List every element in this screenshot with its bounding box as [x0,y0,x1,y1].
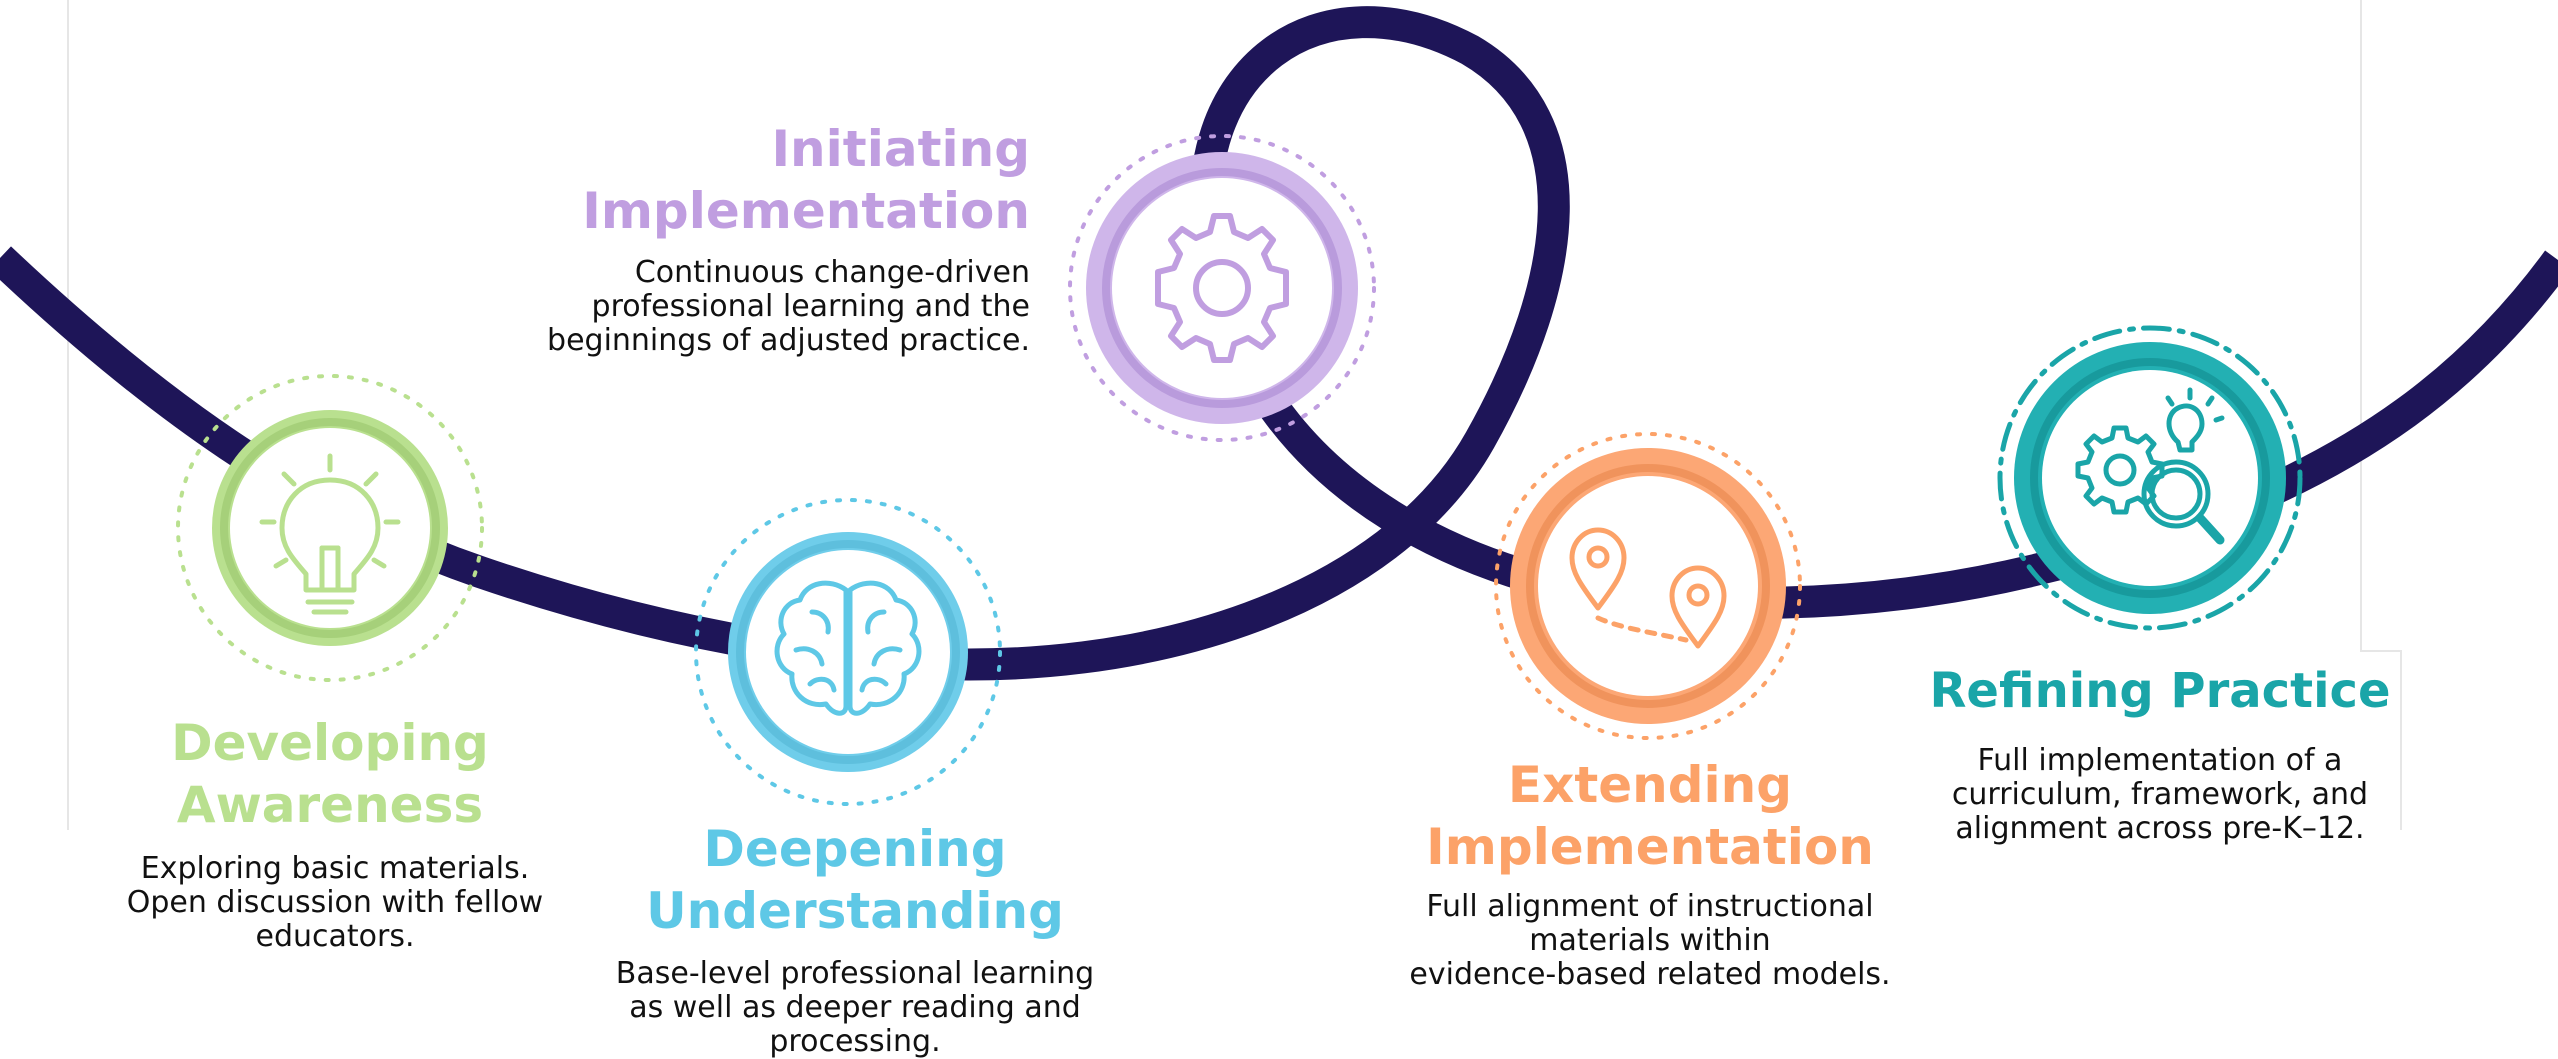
stage-developing-title: Developing Awareness [130,712,530,836]
stage-refining-desc-line1: Full implementation of a [1977,743,2343,778]
stage-refining-title: Refining Practice [1900,660,2420,722]
stage-developing-desc-line3: educators. [255,919,415,954]
stage-initiating-title-line1: Initiating [771,120,1030,178]
gear-icon [1155,213,1289,363]
stage-initiating-description: Continuous change-driven professional le… [480,256,1030,358]
stage-refining-description: Full implementation of a curriculum, fra… [1930,744,2390,846]
stage-deepening-desc-line1: Base-level professional learning [615,956,1095,991]
gear-magnifier-bulb-icon [2075,387,2225,545]
map-pins-icon [1569,527,1727,649]
frame-line-right-lower [2400,650,2402,830]
stage-initiating-desc-line1: Continuous change-driven [634,255,1030,290]
frame-line-left [67,0,69,830]
stage-extending-desc-line3: evidence-based related models. [1409,957,1891,992]
stage-deepening-title-line1: Deepening [703,820,1007,878]
brain-icon [774,580,922,716]
stage-extending-description: Full alignment of instructional material… [1380,890,1920,992]
stage-extending-desc-line2: materials within [1529,923,1771,958]
stage-developing-description: Exploring basic materials. Open discussi… [110,852,560,954]
stage-developing-title-line1: Developing [171,714,489,772]
stage-deepening-title-line2: Understanding [646,882,1064,940]
stage-refining-desc-line2: curriculum, framework, and [1951,777,2369,812]
stage-deepening-desc-line3: processing. [769,1024,941,1059]
stage-initiating-desc-line3: beginnings of adjusted practice. [547,323,1030,358]
journey-path [0,6,2558,681]
stage-initiating-icon-circle [1068,134,1376,442]
stage-developing-title-line2: Awareness [176,776,484,834]
stage-refining-title-line1: Refining Practice [1929,663,2391,719]
stage-deepening-description: Base-level professional learning as well… [610,957,1100,1059]
stage-extending-desc-line1: Full alignment of instructional [1426,889,1874,924]
stage-developing-icon-circle [176,374,484,682]
frame-line-right-step [2360,650,2402,652]
stage-extending-title-line1: Extending [1507,756,1793,814]
frame-line-right [2360,0,2362,650]
stage-deepening-desc-line2: as well as deeper reading and [629,990,1081,1025]
stage-initiating-title-line2: Implementation [582,182,1030,240]
stage-initiating-title: Initiating Implementation [480,118,1030,242]
stage-developing-desc-line2: Open discussion with fellow [126,885,544,920]
stage-developing-desc-line1: Exploring basic materials. [140,851,530,886]
lightbulb-icon [259,453,401,615]
stage-extending-icon-circle [1494,432,1802,740]
stage-refining-desc-line3: alignment across pre-K–12. [1955,811,2365,846]
stage-initiating-desc-line2: professional learning and the [591,289,1030,324]
stage-deepening-title: Deepening Understanding [610,818,1100,942]
stage-extending-title: Extending Implementation [1380,754,1920,878]
stage-extending-title-line2: Implementation [1426,818,1874,876]
